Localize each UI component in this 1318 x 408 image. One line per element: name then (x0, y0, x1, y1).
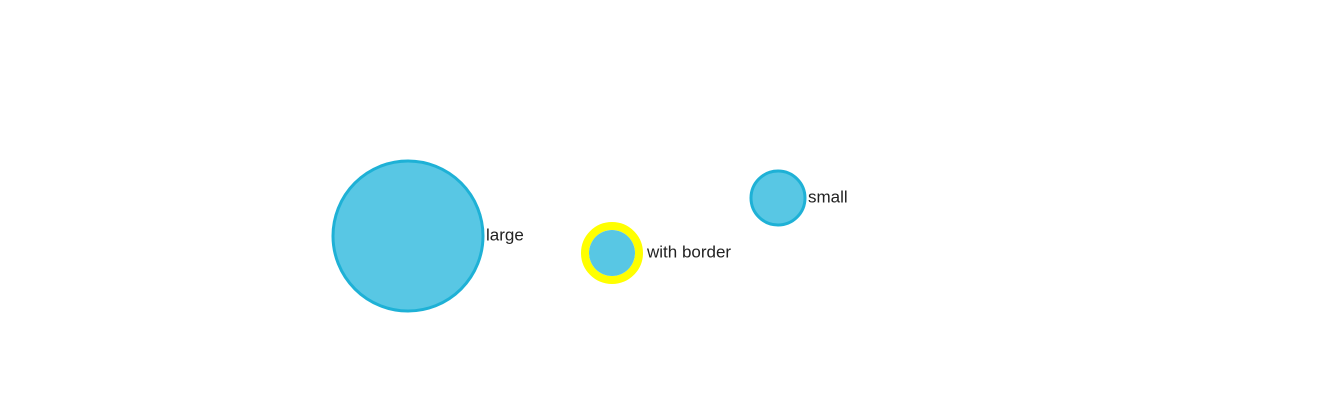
node-large[interactable]: large (331, 159, 524, 313)
node-small-circle[interactable] (749, 169, 807, 227)
node-with-border-circle[interactable] (589, 230, 635, 276)
node-large-label: large (486, 225, 524, 244)
node-small[interactable]: small (749, 169, 848, 227)
node-large-circle[interactable] (331, 159, 485, 313)
node-with-border[interactable]: with border (581, 222, 731, 284)
node-small-label: small (808, 187, 848, 206)
node-with-border-ring (581, 222, 643, 284)
node-with-border-label: with border (646, 242, 731, 261)
